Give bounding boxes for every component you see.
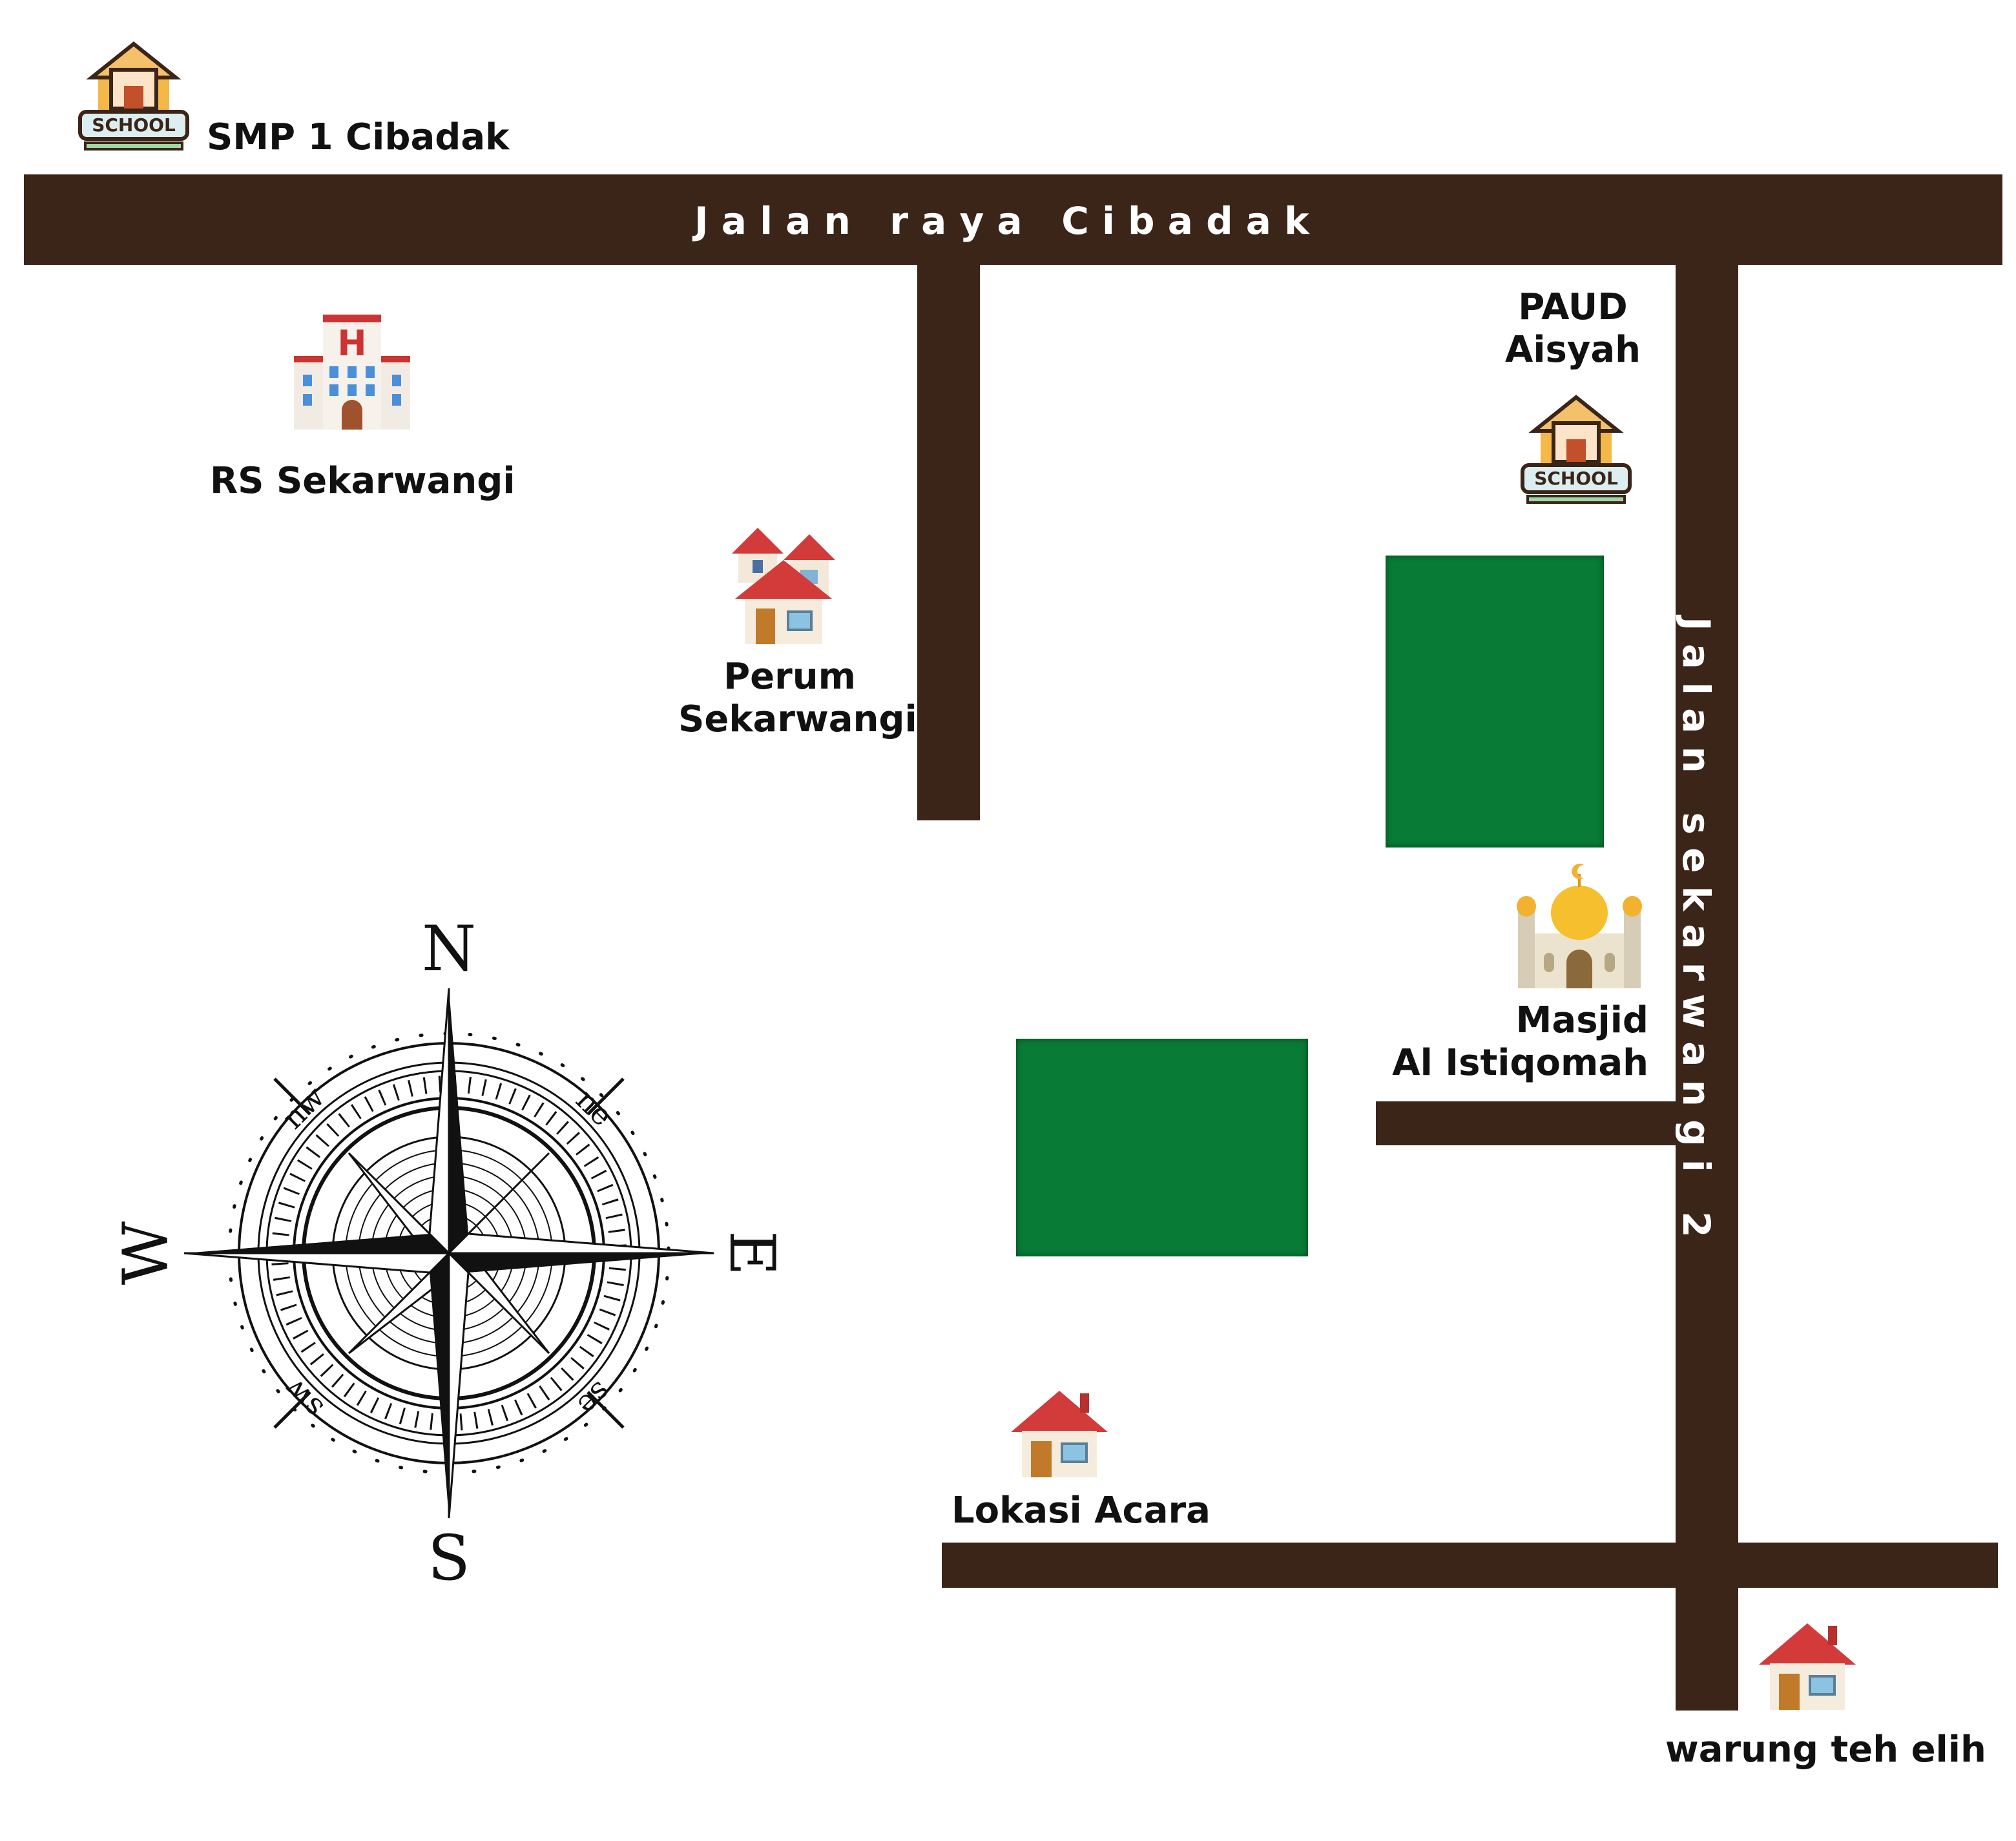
label-rs-sekarwangi: RS Sekarwangi bbox=[210, 460, 515, 502]
compass-e: E bbox=[716, 1231, 788, 1276]
school-icon: SCHOOL bbox=[78, 41, 189, 151]
hospital-sign-text: H bbox=[337, 323, 366, 364]
label-smp-1-cibadak: SMP 1 Cibadak bbox=[207, 116, 510, 158]
compass-n: N bbox=[422, 913, 476, 985]
road-branch-perum bbox=[917, 265, 980, 820]
road-label-jalan-raya-cibadak: J a l a n r a y a C i b a d a k bbox=[694, 199, 1309, 243]
green-area-lower bbox=[1016, 1039, 1308, 1256]
label-masjid-al-istiqomah: Masjid Al Istiqomah bbox=[1356, 999, 1648, 1085]
school-sign-text: SCHOOL bbox=[1534, 468, 1618, 489]
label-paud-line1: PAUD bbox=[1518, 286, 1628, 328]
label-paud-line2: Aisyah bbox=[1504, 329, 1641, 371]
label-perum-line1: Perum bbox=[723, 656, 856, 698]
compass-rose-icon: N S E W ne nw se sw bbox=[110, 913, 788, 1594]
house-icon bbox=[1759, 1623, 1856, 1710]
label-lokasi-acara: Lokasi Acara bbox=[951, 1490, 1211, 1532]
road-jalan-sekarwangi-2 bbox=[1676, 265, 1738, 1711]
label-paud-aisyah: PAUD Aisyah bbox=[1486, 286, 1660, 371]
compass-s: S bbox=[428, 1522, 470, 1594]
school-icon: SCHOOL bbox=[1521, 395, 1632, 504]
road-bottom bbox=[942, 1543, 1998, 1588]
road-branch-masjid bbox=[1376, 1101, 1676, 1145]
hospital-icon: H bbox=[294, 315, 410, 430]
road-jalan-raya-cibadak bbox=[24, 174, 2002, 265]
label-warung-teh-elih: warung teh elih bbox=[1665, 1729, 1986, 1771]
mosque-icon bbox=[1517, 864, 1642, 988]
label-perum-sekarwangi: Perum Sekarwangi bbox=[678, 656, 917, 741]
label-perum-line2: Sekarwangi bbox=[678, 698, 917, 740]
houses-icon bbox=[732, 528, 835, 644]
label-masjid-line1: Masjid bbox=[1515, 999, 1648, 1041]
road-label-jalan-sekarwangi-2: J a l a n s e k a r w a n g i 2 bbox=[1674, 617, 1718, 1238]
label-masjid-line2: Al Istiqomah bbox=[1392, 1042, 1648, 1084]
school-sign-text: SCHOOL bbox=[92, 114, 176, 136]
green-area-upper bbox=[1386, 556, 1604, 848]
house-icon bbox=[1011, 1391, 1108, 1477]
compass-w: W bbox=[110, 1221, 182, 1285]
